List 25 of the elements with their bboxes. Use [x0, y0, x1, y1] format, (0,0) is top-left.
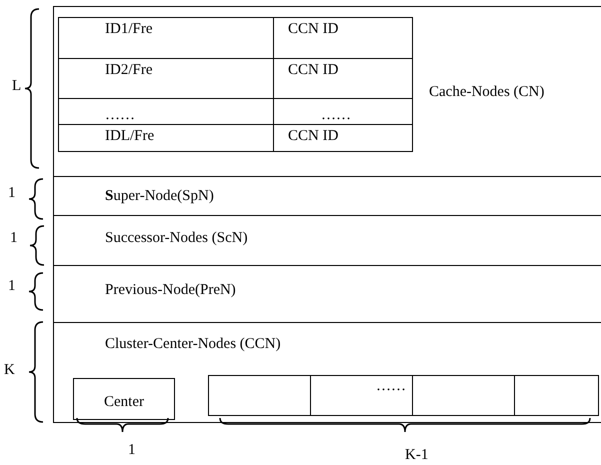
ellipsis-text: ……	[376, 378, 406, 394]
slot-box	[208, 375, 311, 416]
brace-label: 1	[128, 442, 136, 458]
table-cell: ID1/Fre	[58, 17, 274, 59]
band	[53, 322, 601, 423]
node-label: Cache-Nodes (CN)	[429, 84, 546, 100]
brace-label: 1	[8, 278, 16, 294]
brace-label: K-1	[405, 447, 428, 464]
brace-label: 1	[8, 185, 16, 202]
cache-band	[53, 6, 601, 177]
center-box	[73, 378, 175, 420]
brace-label: L	[12, 78, 22, 94]
table-cell: IDL/Fre	[58, 124, 274, 152]
brace-label: 1	[10, 230, 18, 246]
node-label: Successor-Nodes (ScN)	[105, 230, 248, 246]
node-label: Previous-Node(PreN)	[105, 282, 236, 298]
node-label: Center	[104, 394, 144, 410]
slot-box	[514, 375, 599, 416]
table-cell: CCN ID	[273, 124, 413, 152]
table-cell: CCN ID	[273, 17, 413, 59]
node-label: Super-Node(SpN)	[105, 188, 214, 204]
brace-label: K	[4, 362, 15, 378]
slot-box	[310, 375, 413, 416]
slot-box	[412, 375, 515, 416]
node-label: Cluster-Center-Nodes (CCN)	[105, 336, 281, 352]
